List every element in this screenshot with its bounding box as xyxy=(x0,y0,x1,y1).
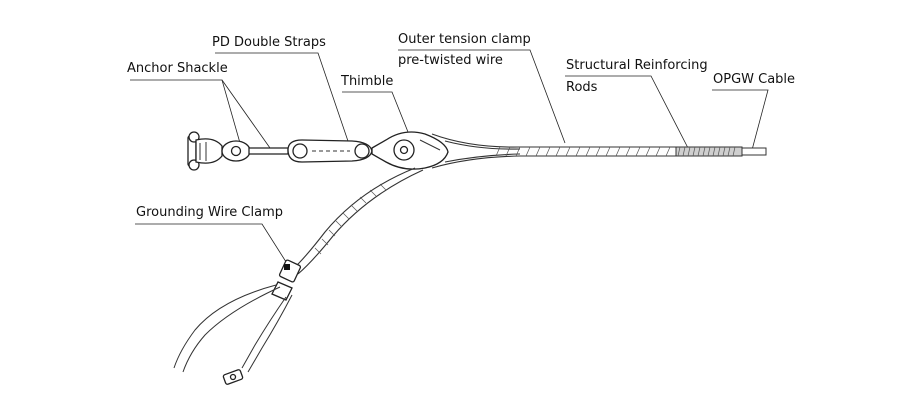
leader-grounding-clamp xyxy=(135,223,289,266)
label-grounding-wire-clamp: Grounding Wire Clamp xyxy=(136,205,283,220)
leader-outer-tension-clamp xyxy=(398,49,566,144)
label-anchor-shackle: Anchor Shackle xyxy=(127,61,228,76)
leader-opgw-cable xyxy=(712,89,769,151)
leader-lines xyxy=(130,49,769,266)
opgw-cable xyxy=(741,147,767,156)
label-thimble: Thimble xyxy=(341,74,394,89)
thimble xyxy=(371,131,449,170)
label-rods: Rods xyxy=(566,80,598,95)
leader-thimble xyxy=(342,91,411,138)
pd-double-straps xyxy=(287,139,373,163)
outer-tension-clamp xyxy=(431,133,680,169)
label-pre-twisted-wire: pre-twisted wire xyxy=(398,53,503,68)
grounding-wire xyxy=(291,167,424,275)
structural-reinforcing-rods xyxy=(675,146,743,157)
leader-anchor-shackle xyxy=(130,79,241,144)
grounding-wire-clamp xyxy=(271,259,302,301)
label-outer-tension-clamp: Outer tension clamp xyxy=(398,32,531,47)
leader-pd-double-straps xyxy=(215,52,351,148)
anchor-shackle xyxy=(187,131,289,171)
label-pd-double-straps: PD Double Straps xyxy=(212,35,326,50)
label-structural-reinforcing: Structural Reinforcing xyxy=(566,58,708,73)
leader-structural-rods xyxy=(565,75,689,149)
jumper-leads xyxy=(173,284,293,385)
label-opgw-cable: OPGW Cable xyxy=(713,72,796,87)
leader-anchor-shackle-2 xyxy=(221,79,271,149)
